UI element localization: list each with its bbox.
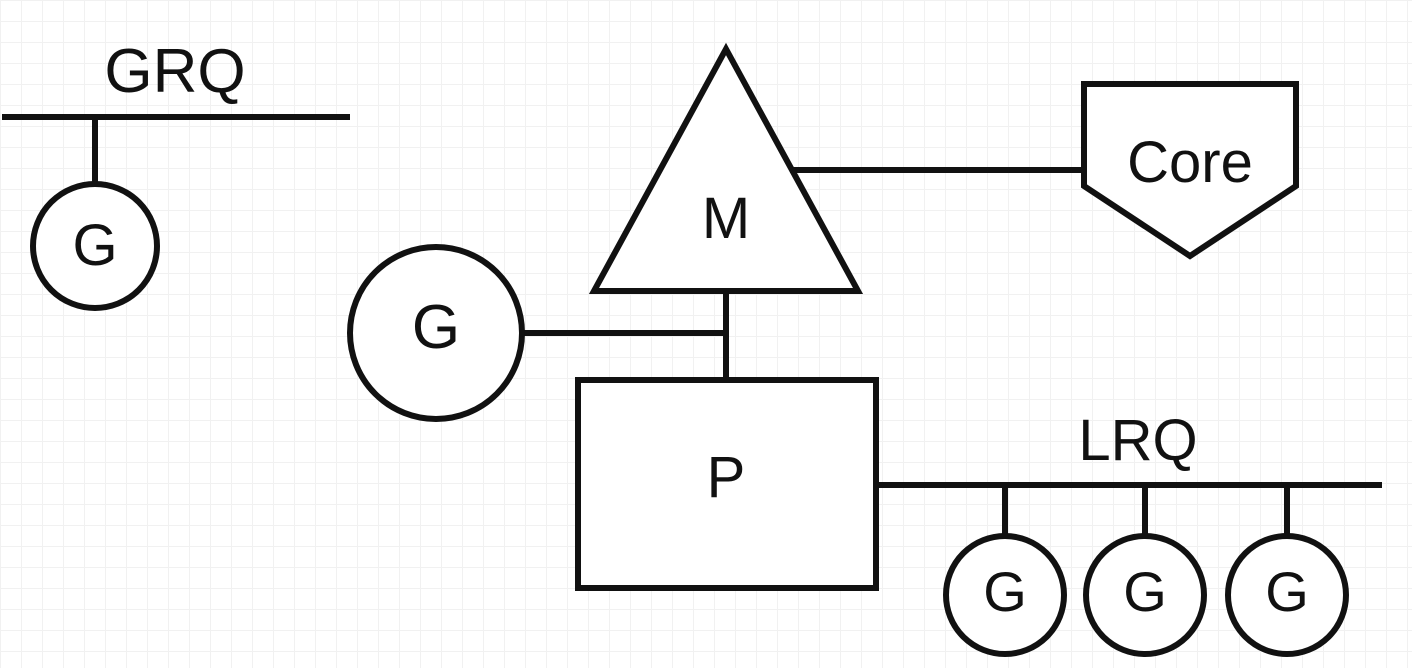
core-label: Core [1127, 130, 1253, 195]
lrq-goroutine-circle-3 [1225, 533, 1349, 657]
lrq-goroutine-circle-1 [943, 533, 1067, 657]
lrq-goroutine-label-2: G [1123, 560, 1167, 623]
grq-goroutine-label: G [72, 213, 117, 278]
core-pentagon [1081, 81, 1299, 260]
lrq-goroutine-label-1: G [983, 560, 1027, 623]
lrq-goroutine-circle-2 [1083, 533, 1207, 657]
running-goroutine-label: G [412, 293, 460, 362]
processor-label: P [707, 445, 746, 510]
processor-box [575, 377, 879, 591]
lrq-label: LRQ [1078, 408, 1197, 473]
lrq-goroutine-label-3: G [1265, 560, 1309, 623]
running-goroutine-circle [347, 244, 525, 422]
grq-label: GRQ [104, 37, 245, 106]
grq-goroutine-circle [30, 181, 160, 311]
machine-label: M [702, 186, 750, 251]
